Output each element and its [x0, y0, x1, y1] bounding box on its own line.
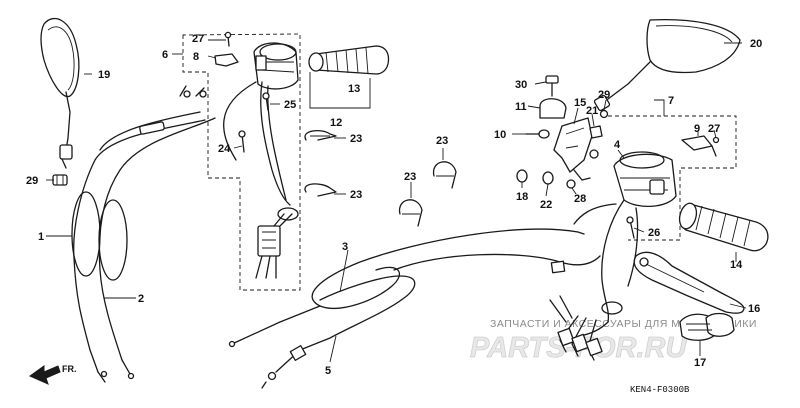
front-direction-arrow: FR.	[28, 364, 77, 385]
callout-12: 12	[330, 117, 342, 129]
callout-16: 16	[748, 303, 760, 315]
callout-23-d: 23	[404, 171, 416, 183]
callout-18: 18	[516, 191, 528, 203]
callouts: 19 29 1 2 6 27 8 25 24 13 12 23 23 23 23…	[26, 33, 762, 377]
callout-29-right: 29	[598, 89, 610, 101]
callout-3: 3	[342, 241, 348, 253]
callout-13: 13	[348, 83, 360, 95]
callout-14: 14	[730, 259, 743, 271]
callout-2: 2	[138, 293, 144, 305]
callout-23-c: 23	[436, 135, 448, 147]
callout-9: 9	[694, 123, 700, 135]
callout-26: 26	[648, 227, 660, 239]
left-mirror	[40, 18, 80, 169]
callout-7: 7	[668, 95, 674, 107]
clutch-cable	[228, 228, 601, 348]
callout-17: 17	[694, 357, 706, 369]
callout-19: 19	[98, 69, 110, 81]
callout-10: 10	[494, 129, 506, 141]
callout-24: 24	[218, 143, 231, 155]
callout-6: 6	[162, 49, 168, 61]
callout-11: 11	[515, 101, 527, 113]
diagram-code: KEN4-F0300B	[630, 385, 690, 395]
right-switch-assembly	[573, 115, 737, 323]
brake-lever	[633, 251, 745, 314]
callout-30: 30	[515, 79, 527, 91]
cable-clamp-1	[304, 129, 337, 141]
left-lock-nut	[52, 174, 68, 186]
callout-27-right: 27	[708, 123, 720, 135]
callout-4: 4	[614, 139, 621, 151]
cable-clamp-3	[432, 161, 457, 189]
callout-23-a: 23	[350, 133, 362, 145]
right-mirror	[593, 18, 741, 112]
callout-28: 28	[574, 193, 586, 205]
callout-1: 1	[38, 231, 44, 243]
callout-23-b: 23	[350, 189, 362, 201]
throttle-cable-2	[98, 85, 216, 380]
left-grip	[308, 45, 390, 109]
callout-8: 8	[193, 51, 199, 63]
cable-5	[261, 275, 416, 389]
lever-boot	[679, 312, 735, 341]
callout-29-left: 29	[26, 175, 38, 187]
right-harness	[549, 295, 623, 361]
right-switch-group	[516, 75, 609, 189]
left-switch-assembly	[182, 31, 301, 291]
right-grip	[678, 202, 769, 252]
callout-21: 21	[586, 105, 598, 117]
callout-5: 5	[325, 365, 331, 377]
callout-22: 22	[540, 199, 552, 211]
cable-clamp-2	[304, 183, 337, 197]
callout-25: 25	[284, 99, 296, 111]
callout-20: 20	[750, 38, 762, 50]
cable-clamp-4	[398, 199, 423, 227]
callout-15: 15	[574, 97, 586, 109]
leader-lines	[46, 39, 747, 363]
callout-27-left: 27	[192, 33, 204, 45]
direction-label: FR.	[62, 364, 77, 374]
